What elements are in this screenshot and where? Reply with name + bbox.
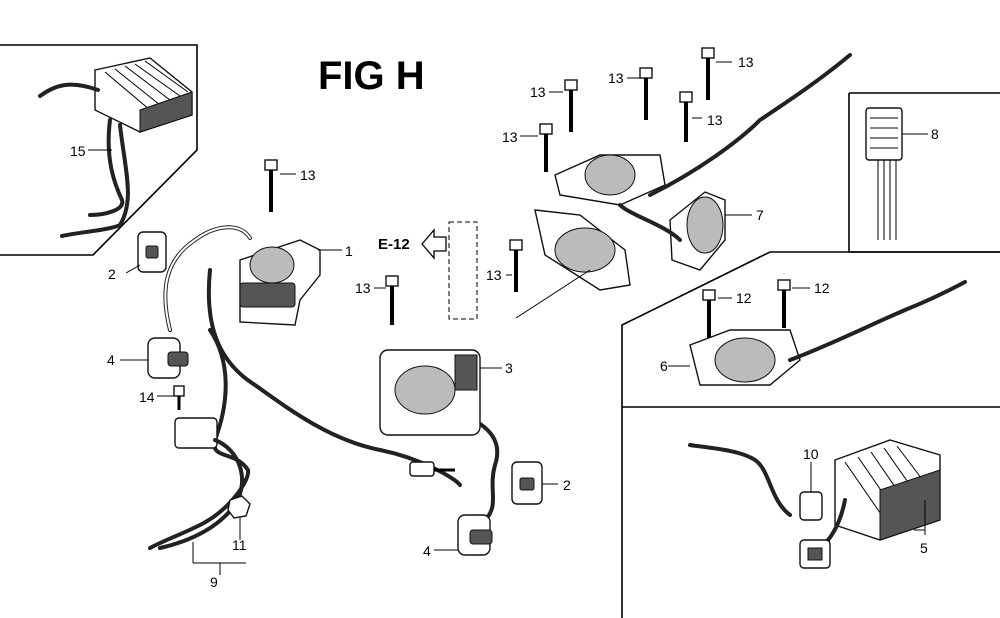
bolt-14 [157, 385, 185, 410]
connector-4-lower [434, 514, 493, 556]
callout-1: 1 [345, 243, 353, 259]
connector-10 [799, 462, 823, 521]
callout-15: 15 [70, 143, 86, 159]
callout-11: 11 [232, 537, 247, 553]
callout-4-upper: 4 [107, 352, 115, 368]
regulator-8 [865, 107, 928, 240]
callout-13-c: 13 [608, 70, 624, 86]
callout-6: 6 [660, 358, 668, 374]
bolts-13 [264, 47, 732, 325]
callout-13-b: 13 [530, 84, 546, 100]
callout-5: 5 [920, 540, 928, 556]
callout-13-coil-bolt: 13 [300, 167, 316, 183]
grommet-2-lower [511, 461, 558, 505]
callout-4-lower: 4 [423, 543, 431, 559]
exciter-coil-3 [379, 349, 502, 436]
callout-14: 14 [139, 389, 155, 405]
callout-13-stator-bolt: 13 [486, 267, 502, 283]
charge-coil-6 [668, 279, 967, 386]
ignition-coil-1 [239, 239, 342, 326]
callout-13-center-bolt: 13 [355, 280, 371, 296]
regulator-rectifier-5 [688, 439, 941, 550]
callout-3: 3 [505, 360, 513, 376]
reference-arrow: E-12 [378, 228, 447, 260]
charge-coil-7 [515, 53, 852, 319]
connector-4-upper [120, 337, 189, 379]
regulator-rectifier-15 [38, 57, 193, 238]
plug-cap [409, 461, 455, 477]
callout-7: 7 [756, 207, 764, 223]
grommet-2-upper [125, 231, 167, 274]
callout-12-left: 12 [736, 290, 752, 306]
callout-9: 9 [210, 574, 218, 590]
figure-title: FIG H [318, 54, 425, 98]
connector-plug [799, 539, 831, 569]
callout-13-e: 13 [738, 54, 754, 70]
callout-13-d: 13 [707, 112, 723, 128]
reference-label: E-12 [378, 236, 410, 253]
section-frames [0, 44, 1000, 618]
callouts: 1 2 2 3 4 4 5 6 7 8 9 10 11 12 12 13 13 … [70, 54, 939, 590]
callout-2-upper: 2 [108, 266, 116, 282]
nut-11 [227, 495, 251, 540]
callout-8: 8 [931, 126, 939, 142]
callout-10: 10 [803, 446, 819, 462]
callout-12-right: 12 [814, 280, 830, 296]
callout-13-a: 13 [502, 129, 518, 145]
callout-2-lower: 2 [563, 477, 571, 493]
